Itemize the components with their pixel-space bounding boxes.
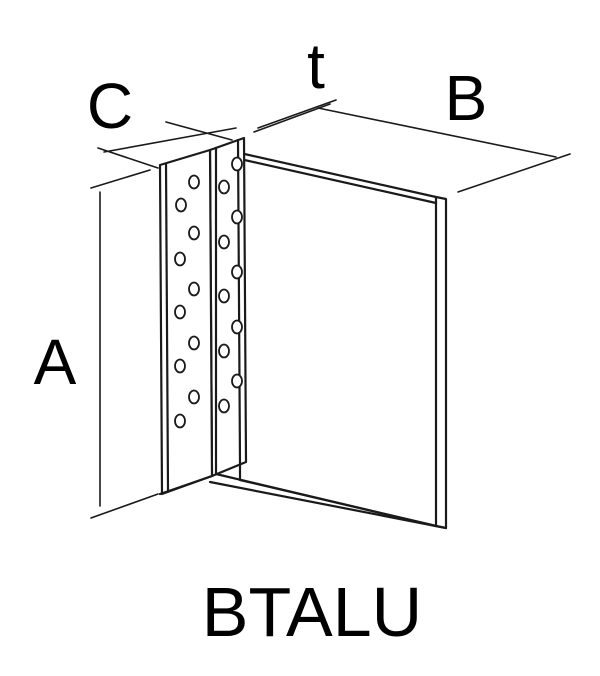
hole xyxy=(174,251,186,267)
main-plate-face xyxy=(238,151,448,530)
hole xyxy=(188,174,200,190)
hole xyxy=(175,197,187,213)
dim-t-label: t xyxy=(307,30,325,102)
hole xyxy=(218,398,230,414)
dim-c-line xyxy=(103,127,237,153)
hole xyxy=(231,209,243,225)
left-flange-holes xyxy=(174,174,200,429)
main-plate-bottom-outer xyxy=(208,480,448,530)
left-flange-fold xyxy=(164,162,170,492)
dim-a-extension-top xyxy=(90,169,151,189)
dim-a-label: A xyxy=(34,326,77,398)
dim-b-line xyxy=(317,107,557,158)
dimension-lines xyxy=(90,99,571,519)
dim-c-extension-right xyxy=(165,121,233,141)
dim-b-extension xyxy=(457,153,571,193)
hole xyxy=(218,234,230,250)
hole xyxy=(218,343,230,359)
hole xyxy=(188,389,200,405)
hole xyxy=(174,304,186,320)
hole xyxy=(188,335,200,351)
main-plate-top-inner xyxy=(238,157,438,205)
hole xyxy=(174,413,186,429)
product-name: BTALU xyxy=(202,573,422,651)
hole xyxy=(188,281,200,297)
dim-a-extension-bottom xyxy=(90,493,159,519)
dim-t-line-2 xyxy=(257,99,337,129)
right-flange-fold xyxy=(236,138,242,466)
hole xyxy=(218,288,230,304)
left-flange-bottom xyxy=(158,474,214,496)
dim-t-line xyxy=(253,103,331,133)
dim-c-label: C xyxy=(87,70,133,142)
hole xyxy=(231,319,243,335)
hole xyxy=(231,264,243,280)
hole xyxy=(218,179,230,195)
main-plate xyxy=(208,151,448,530)
right-flange-holes xyxy=(218,156,243,414)
hole xyxy=(174,358,186,374)
hole xyxy=(231,156,243,172)
hole xyxy=(231,373,243,389)
hole xyxy=(188,225,200,241)
dim-b-label: B xyxy=(445,62,488,134)
main-plate-bottom xyxy=(214,472,438,528)
